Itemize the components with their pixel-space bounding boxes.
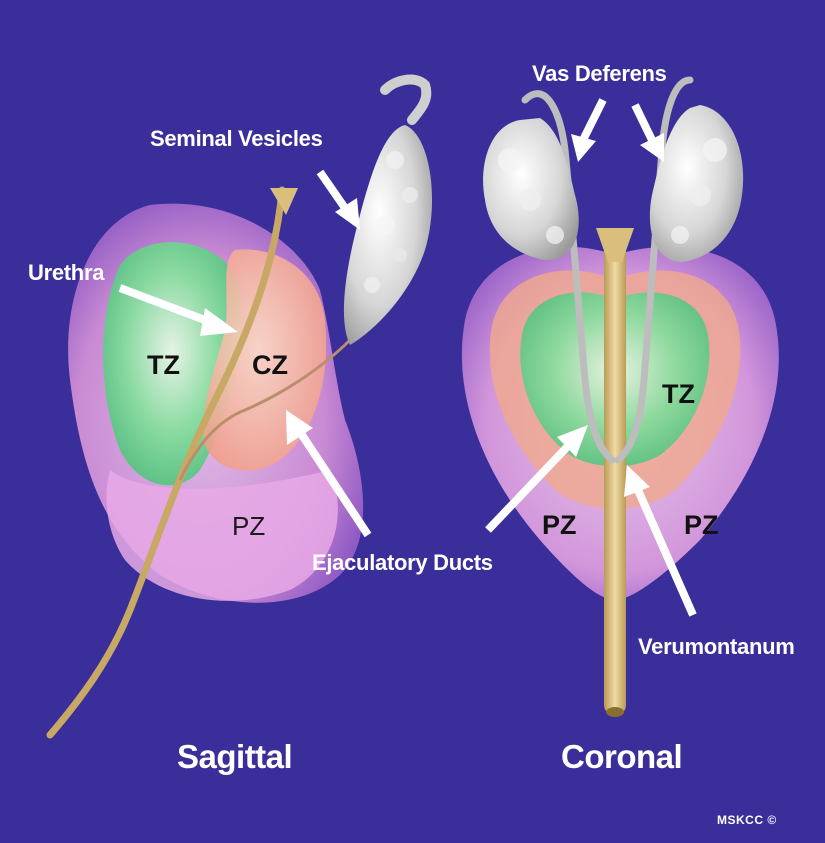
- annotation-arrows: [118, 98, 697, 617]
- coronal-vas-deferens-right: [614, 76, 694, 464]
- label-ejaculatory-ducts: Ejaculatory Ducts: [312, 550, 493, 575]
- title-sagittal: Sagittal: [177, 738, 293, 775]
- label-coronal-pz-left: PZ: [542, 510, 577, 540]
- label-coronal-pz-right: PZ: [684, 510, 719, 540]
- arrow-vas-deferens-right: [631, 103, 664, 162]
- sagittal-seminal-vesicle: [343, 74, 433, 345]
- coronal-urethra-opening: [606, 707, 624, 717]
- label-sagittal-tz: TZ: [147, 350, 180, 380]
- coronal-seminal-vesicle-left: [483, 118, 579, 261]
- label-urethra: Urethra: [28, 260, 105, 285]
- arrow-verumontanum: [624, 465, 697, 617]
- coronal-view: [461, 76, 779, 717]
- coronal-urethra: [604, 240, 626, 715]
- arrow-urethra: [118, 284, 238, 336]
- copyright-credit: MSKCC ©: [717, 813, 777, 827]
- coronal-urethra-top: [596, 228, 634, 262]
- arrow-ejaculatory-ducts-sagittal: [286, 410, 372, 538]
- arrow-seminal-vesicles: [316, 169, 360, 230]
- label-vas-deferens: Vas Deferens: [532, 61, 667, 86]
- label-sagittal-pz: PZ: [232, 511, 266, 541]
- sagittal-pz-lower: [106, 470, 338, 601]
- title-coronal: Coronal: [561, 738, 683, 775]
- arrow-vas-deferens-left: [571, 98, 607, 162]
- coronal-seminal-vesicle-right: [649, 105, 744, 262]
- label-sagittal-cz: CZ: [252, 350, 288, 380]
- coronal-vas-deferens-left: [521, 90, 616, 464]
- label-coronal-tz: TZ: [662, 379, 695, 409]
- sagittal-view: [46, 74, 433, 739]
- label-verumontanum: Verumontanum: [638, 634, 795, 659]
- sagittal-urethra: [46, 186, 286, 739]
- sagittal-ejaculatory-duct: [178, 338, 352, 481]
- label-seminal-vesicles: Seminal Vesicles: [150, 126, 323, 151]
- arrow-ejaculatory-ducts-coronal: [485, 425, 588, 533]
- sagittal-urethra-top: [270, 188, 298, 215]
